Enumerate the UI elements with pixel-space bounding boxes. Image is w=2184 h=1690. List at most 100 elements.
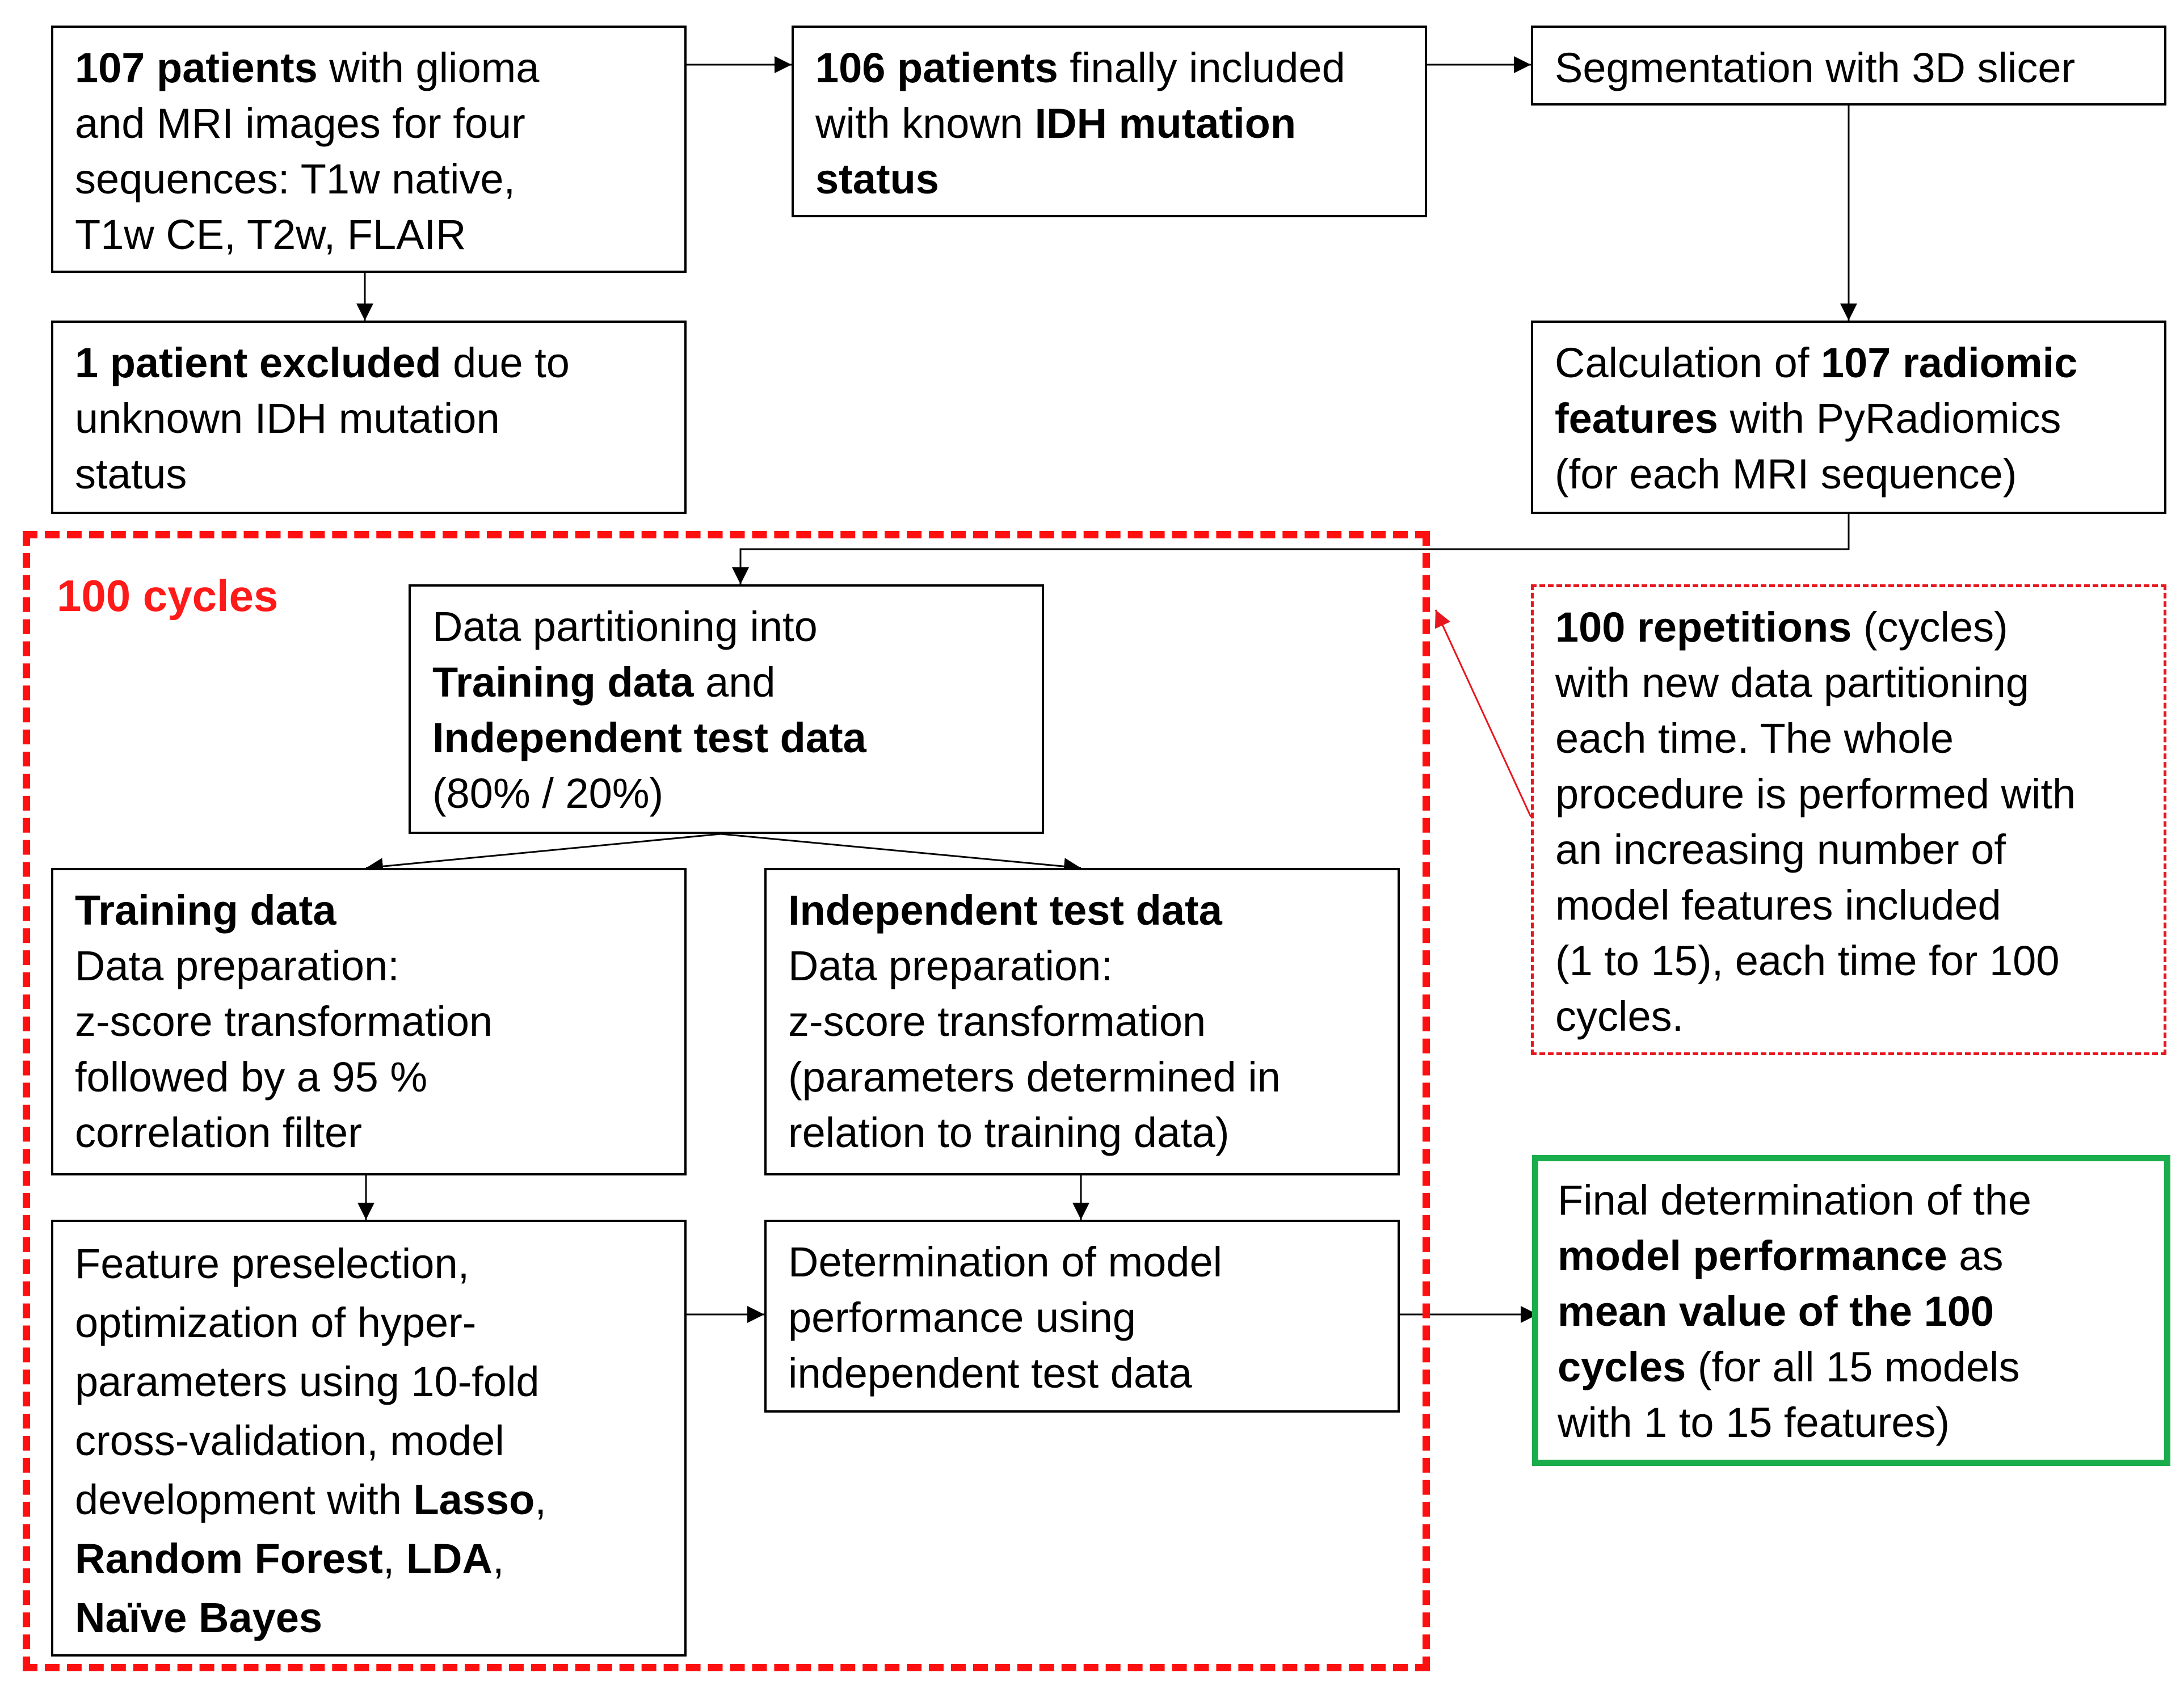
box-text-line: with known IDH mutation [815,96,1425,151]
box-text-line: an increasing number of [1555,822,2164,878]
box-text: , [535,1476,546,1523]
segmentation-box: Segmentation with 3D slicer [1531,26,2166,106]
box-text: with PyRadiomics [1718,395,2061,442]
box-text: Calculation of [1555,339,1821,386]
box-text-line: with 1 to 15 features) [1558,1395,2164,1451]
box-text-line: (parameters determined in [788,1050,1398,1105]
arrow-partitioning-to-training [365,833,721,875]
box-text: cross-validation, model [75,1417,504,1464]
emphasized-text: 1 patient excluded [75,339,441,386]
box-text: cycles. [1555,993,1684,1040]
box-text: development with [75,1476,414,1523]
box-text-line: Data preparation: [788,938,1398,994]
box-text-line: status [75,446,684,502]
model-development-box: Feature preselection, optimization of hyp… [51,1220,687,1657]
box-text-line: status [815,151,1425,207]
box-text: Data partitioning into [432,603,818,650]
emphasized-text: Lasso [413,1476,535,1523]
box-text: with new data partitioning [1555,659,2030,706]
box-text: z-score transformation [788,998,1206,1045]
emphasized-text: Independent test data [432,714,866,761]
box-text-line: optimization of hyper- [75,1293,684,1352]
box-text-line: model features included [1555,878,2164,933]
box-text-line: relation to training data) [788,1105,1398,1161]
box-text: sequences: T1w native, [75,155,516,203]
box-text-line: Training data and [432,655,1042,710]
box-text: unknown IDH mutation [75,395,500,442]
repetitions-note-box: 100 repetitions (cycles)with new data pa… [1531,584,2166,1055]
box-text: with known [815,100,1035,147]
arrow-features-to-partitioning [732,514,1850,584]
emphasized-text: status [815,155,939,203]
box-text: (for all 15 models [1686,1343,2020,1390]
box-text: , [382,1535,406,1582]
emphasized-text: cycles [1558,1343,1686,1390]
box-text-line: T1w CE, T2w, FLAIR [75,207,684,263]
box-text: status [75,450,187,498]
box-text: Determination of model [788,1238,1223,1286]
box-text-line: features with PyRadiomics [1555,391,2164,446]
box-text: followed by a 95 % [75,1053,428,1101]
emphasized-text: Training data [432,659,694,706]
emphasized-text: model performance [1558,1232,1947,1279]
box-text-line: mean value of the 100 [1558,1284,2164,1339]
box-text-line: z-score transformation [788,994,1398,1050]
box-text: and MRI images for four [75,100,525,147]
box-text-line: procedure is performed with [1555,766,2164,822]
box-text-line: 107 patients with glioma [75,40,684,96]
box-text: , [492,1535,504,1582]
box-text-line: 1 patient excluded due to [75,335,684,391]
box-text-line: Random Forest, LDA, [75,1529,684,1588]
box-text-line: unknown IDH mutation [75,391,684,446]
arrow-partitioning-to-test [720,833,1082,875]
box-text: relation to training data) [788,1109,1230,1156]
box-text-line: model performance as [1558,1228,2164,1284]
box-text-line: sequences: T1w native, [75,151,684,207]
box-text: with 1 to 15 features) [1558,1399,1950,1446]
emphasized-text: mean value of the 100 [1558,1288,1994,1335]
box-text: optimization of hyper- [75,1299,477,1346]
box-text-line: performance using [788,1290,1398,1346]
box-text-line: and MRI images for four [75,96,684,151]
loop-frame [23,531,1430,1671]
box-text: due to [441,339,570,386]
box-text: Feature preselection, [75,1240,470,1287]
box-text-line: Independent test data [788,883,1398,938]
box-text: Data preparation: [788,942,1113,989]
box-text-line: Final determination of the [1558,1173,2164,1228]
box-text: Final determination of the [1558,1177,2032,1224]
box-text: independent test data [788,1350,1192,1397]
box-text: as [1947,1232,2004,1279]
box-text-line: 100 repetitions (cycles) [1555,600,2164,655]
box-text-line: independent test data [788,1346,1398,1401]
box-text-line: Training data [75,883,684,938]
box-text: (1 to 15), each time for 100 [1555,937,2060,984]
emphasized-text: 106 patients [815,44,1058,91]
emphasized-text: Naïve Bayes [75,1594,323,1641]
box-text: z-score transformation [75,998,493,1045]
emphasized-text: LDA [406,1535,493,1582]
box-text: T1w CE, T2w, FLAIR [75,211,466,258]
box-text-line: cross-validation, model [75,1411,684,1470]
box-text-line: correlation filter [75,1105,684,1161]
box-text: Data preparation: [75,942,399,989]
box-text-line: followed by a 95 % [75,1050,684,1105]
box-text: procedure is performed with [1555,770,2076,817]
box-text-line: development with Lasso, [75,1470,684,1529]
box-text-line: 106 patients finally included [815,40,1425,96]
emphasized-text: Random Forest [75,1535,383,1582]
box-text-line: cycles (for all 15 models [1558,1339,2164,1395]
arrow-repetitions-to-loop [1434,609,1532,817]
emphasized-text: features [1555,395,1718,442]
box-text-line: Naïve Bayes [75,1588,684,1647]
box-text-line: (for each MRI sequence) [1555,446,2164,502]
box-text: correlation filter [75,1109,362,1156]
